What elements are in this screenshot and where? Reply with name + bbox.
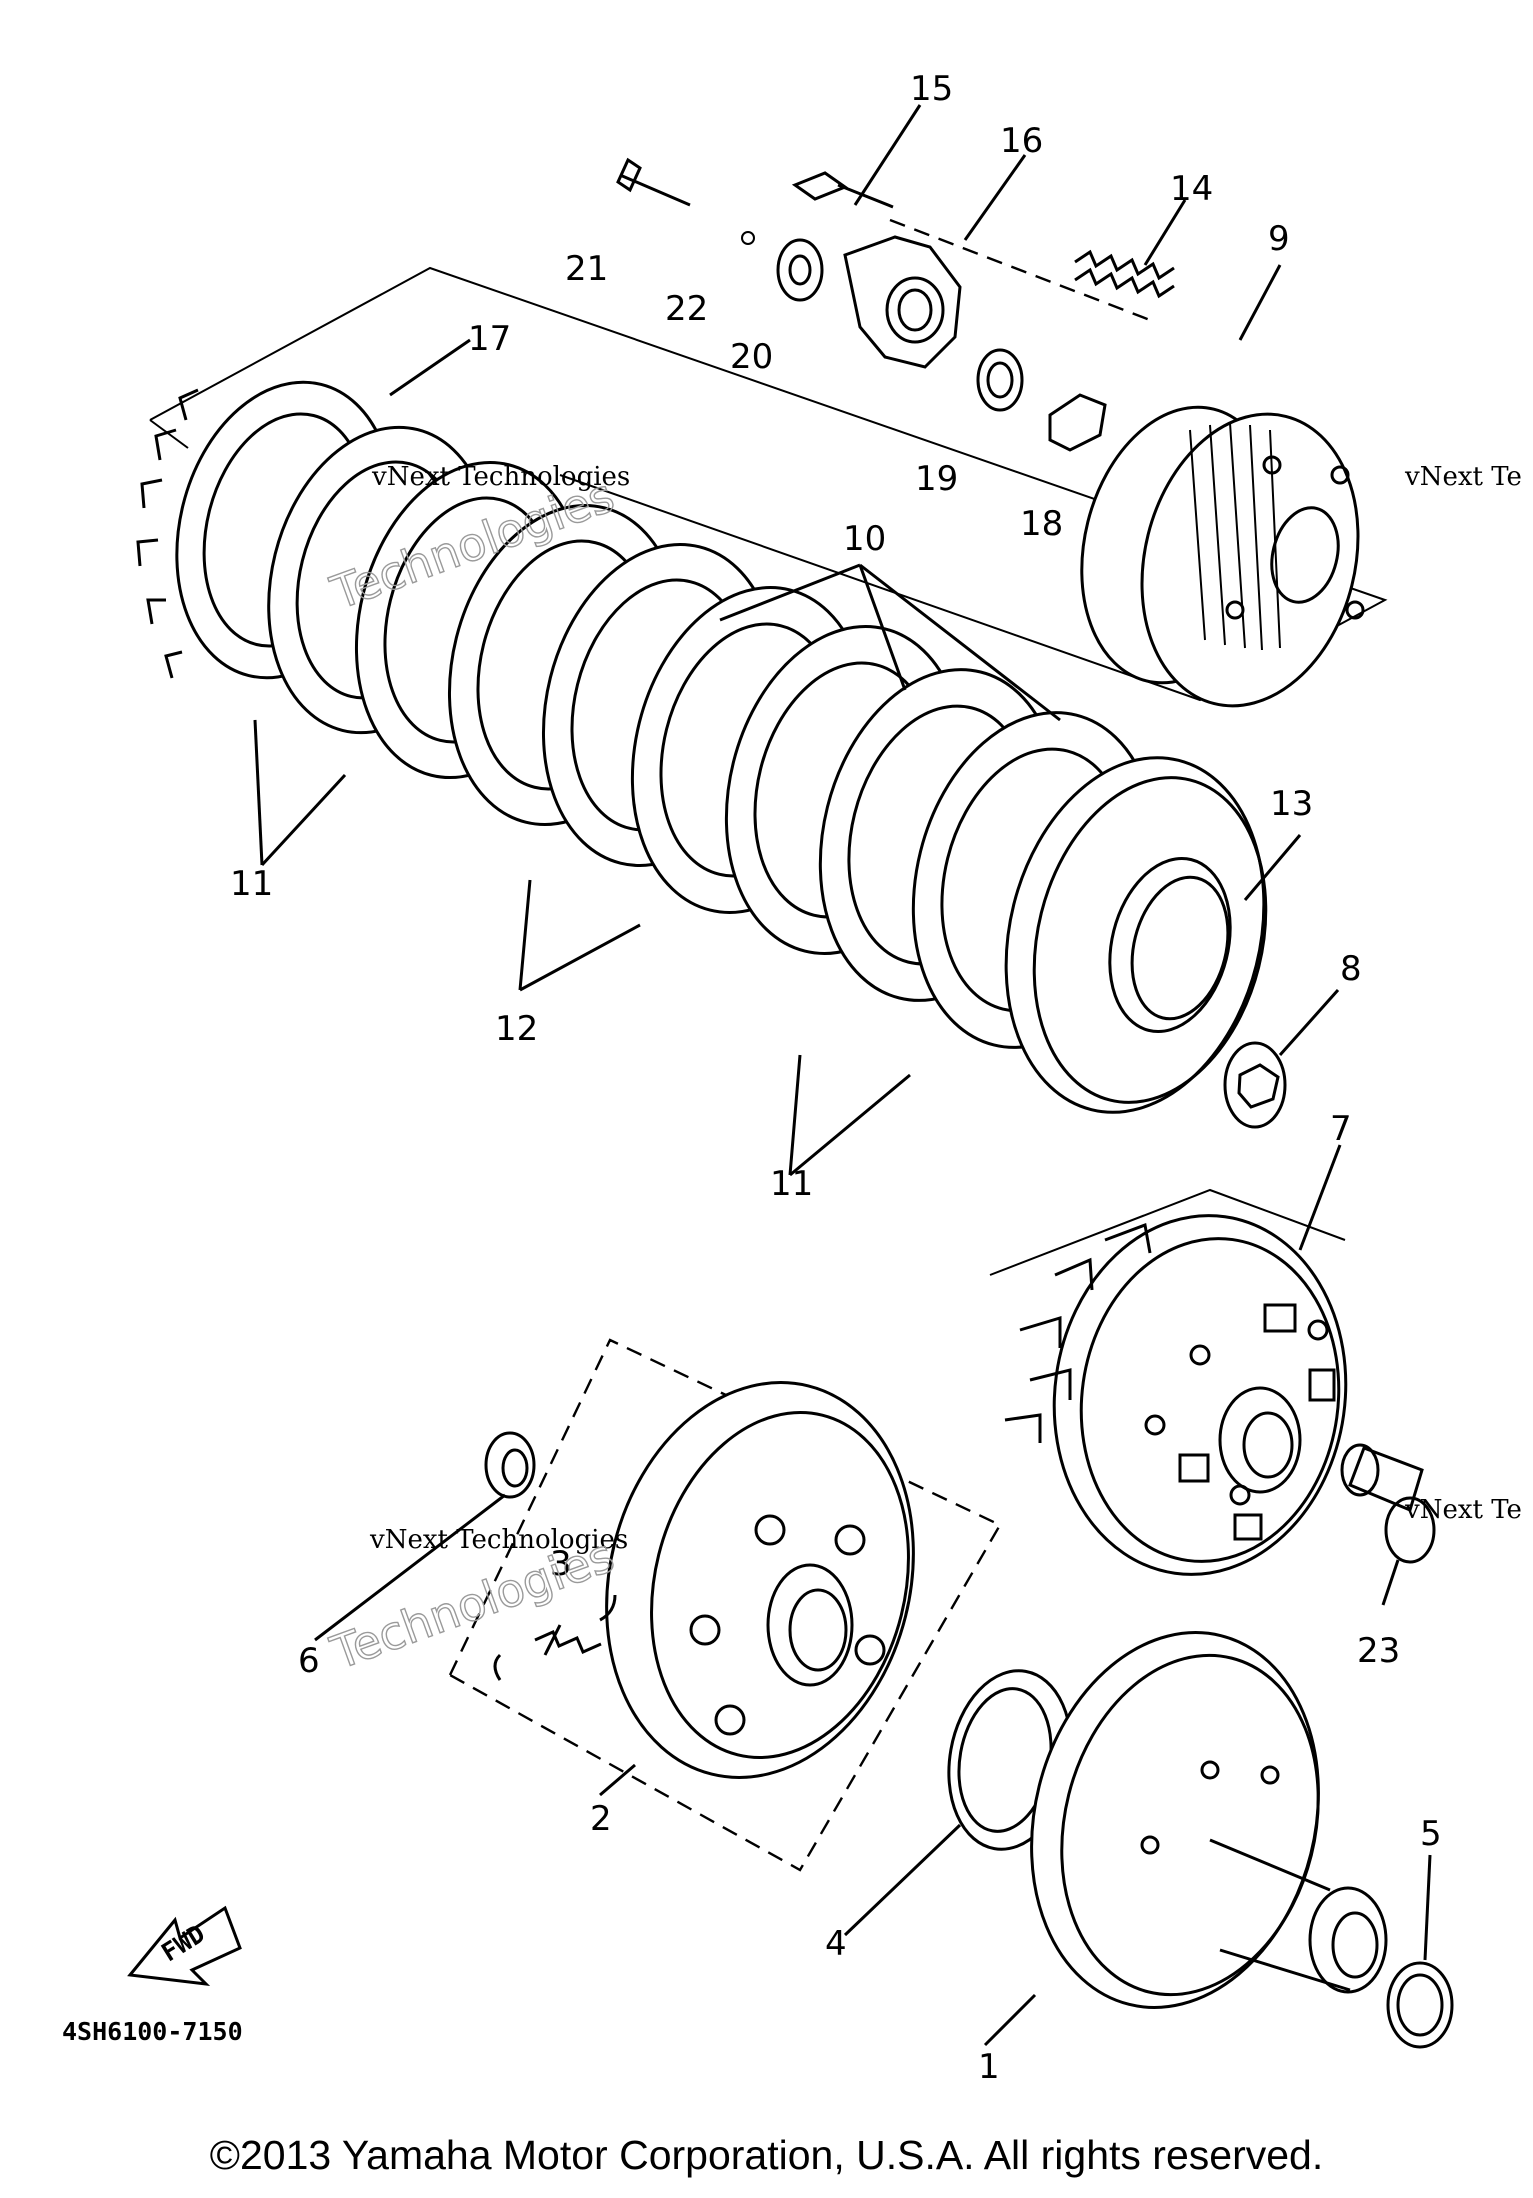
callout-14: 14	[1170, 169, 1213, 209]
clutch-plate-group-outline	[149, 266, 1388, 702]
fwd-arrow-icon: FWD	[127, 1905, 242, 1986]
callout-8: 8	[1340, 949, 1362, 989]
callout-22: 22	[665, 289, 708, 329]
clutch-boss	[1080, 405, 1365, 708]
clutch-plates-stack	[136, 380, 1159, 1049]
collar	[1340, 1443, 1436, 1564]
callout-23: 23	[1357, 1631, 1400, 1671]
callout-2: 2	[590, 1799, 612, 1839]
callout-11a: 11	[230, 864, 273, 904]
fwd-label: FWD	[156, 1919, 210, 1968]
callout-3: 3	[550, 1544, 572, 1584]
primary-driven-gear	[989, 1188, 1348, 1576]
callout-12: 12	[495, 1009, 538, 1049]
callout-5: 5	[1420, 1814, 1442, 1854]
callout-10: 10	[843, 519, 886, 559]
callout-4: 4	[825, 1924, 847, 1964]
callout-21: 21	[565, 249, 608, 289]
callout-16: 16	[1000, 121, 1043, 161]
small-hardware	[616, 157, 1107, 452]
callout-18: 18	[1020, 504, 1063, 544]
callout-15: 15	[910, 69, 953, 109]
watermark-right-top: vNext Te	[1404, 462, 1522, 492]
watermark-top: vNext Technologies	[371, 462, 630, 492]
nut	[484, 1431, 536, 1499]
callout-11b: 11	[770, 1164, 813, 1204]
reference-code: 4SH6100-7150	[62, 2017, 243, 2046]
circlip	[1223, 1041, 1287, 1129]
clutch-housing	[947, 1631, 1454, 2049]
callout-19: 19	[915, 459, 958, 499]
copyright-notice: ©2013 Yamaha Motor Corporation, U.S.A. A…	[209, 2132, 1324, 2178]
callout-17: 17	[468, 319, 511, 359]
pressure-plate	[1004, 756, 1268, 1114]
watermark-mid: vNext Technologies	[369, 1525, 628, 1555]
watermark-right-mid: vNext Te	[1404, 1495, 1522, 1525]
callout-1: 1	[978, 2047, 1000, 2087]
callout-20: 20	[730, 337, 773, 377]
callout-13: 13	[1270, 784, 1313, 824]
spring-and-bolts	[791, 171, 1175, 369]
callout-labels: 1 2 3 4 5 6 7 8 9 10 11 11 12 13 14 15 1…	[230, 69, 1442, 2087]
callout-7: 7	[1330, 1109, 1352, 1149]
callout-6: 6	[298, 1641, 320, 1681]
leader-lines	[253, 104, 1432, 2047]
callout-9: 9	[1268, 219, 1290, 259]
clutch-carrier	[448, 1338, 1002, 1872]
